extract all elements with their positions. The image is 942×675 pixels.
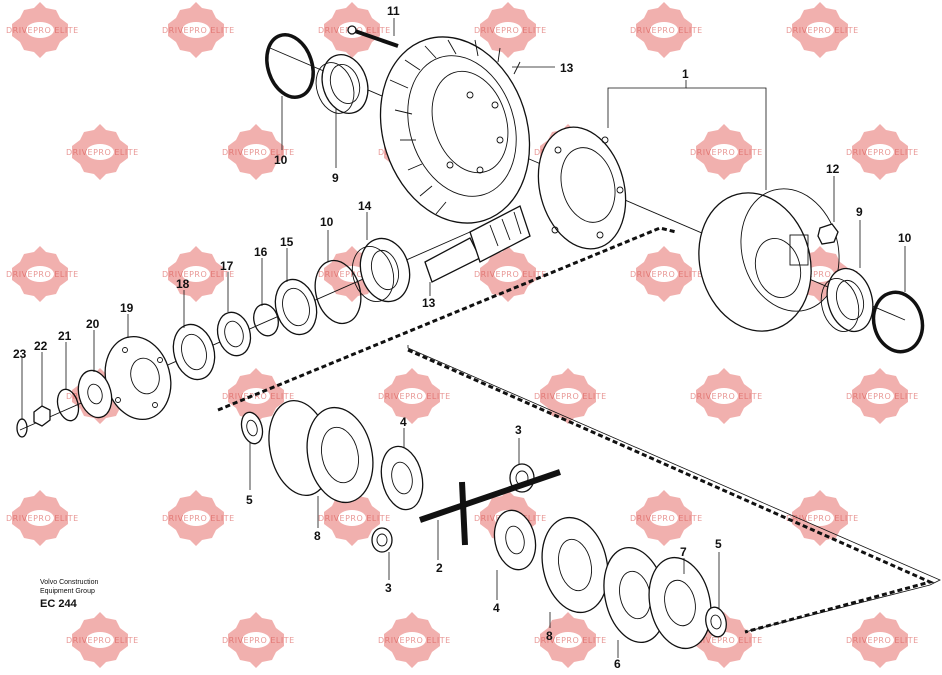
- callout-label: 10: [898, 231, 912, 245]
- callout-labels: 1 2 3 3 4 4 5 5 6 7 8 8 9 9 10 10 10 11 …: [13, 4, 912, 671]
- callout-label: 9: [856, 205, 863, 219]
- part-shim-15: [274, 278, 318, 336]
- callout-label: 4: [400, 415, 407, 429]
- leader-lines: [21, 18, 906, 658]
- part-friction-pack-8-left: [268, 399, 374, 504]
- part-nut-12: [817, 223, 839, 245]
- part-disc-7: [648, 556, 712, 650]
- watermark-text: DRIVEPRO ELITE: [6, 270, 79, 279]
- watermark-text: DRIVEPRO ELITE: [474, 26, 547, 35]
- part-spider-gear-3-bottom: [371, 527, 393, 553]
- callout-label: 11: [387, 4, 400, 18]
- watermark-text: DRIVEPRO ELITE: [786, 26, 859, 35]
- callout-label: 18: [176, 277, 190, 291]
- callout-label: 5: [715, 537, 722, 551]
- part-o-ring-21: [56, 388, 80, 422]
- part-pinion-13: [424, 205, 531, 283]
- watermark-text: DRIVEPRO ELITE: [162, 270, 235, 279]
- callout-label: 15: [280, 235, 294, 249]
- callout-label: 6: [614, 657, 621, 671]
- part-bearing-14: [351, 237, 411, 303]
- brand-block: Volvo Construction Equipment Group EC 24…: [40, 578, 98, 610]
- document-code: EC 244: [40, 598, 77, 610]
- watermark-text: DRIVEPRO ELITE: [690, 148, 763, 157]
- part-side-gear-4-left: [380, 445, 424, 511]
- part-seal-18: [172, 323, 216, 381]
- callout-label: 19: [120, 301, 134, 315]
- part-thrust-washer-5-left: [240, 411, 264, 445]
- watermark-text: DRIVEPRO ELITE: [66, 636, 139, 645]
- callout-label: 3: [515, 423, 522, 437]
- watermark-text: DRIVEPRO ELITE: [162, 26, 235, 35]
- watermark-text: DRIVEPRO ELITE: [378, 636, 451, 645]
- part-bearing-9-right: [820, 267, 874, 333]
- watermark-text: DRIVEPRO ELITE: [630, 26, 703, 35]
- part-cross-shaft-2: [419, 469, 561, 546]
- part-side-gear-4-right: [493, 509, 537, 571]
- watermark-text: DRIVEPRO ELITE: [846, 392, 919, 401]
- watermark-text: DRIVEPRO ELITE: [6, 514, 79, 523]
- watermark-layer: DRIVEPRO ELITE DRIVEPRO ELITE DRIVEPRO E…: [6, 2, 919, 668]
- watermark-text: DRIVEPRO ELITE: [786, 270, 859, 279]
- watermark-text: DRIVEPRO ELITE: [690, 392, 763, 401]
- watermark-text: DRIVEPRO ELITE: [846, 148, 919, 157]
- callout-label: 7: [680, 545, 687, 559]
- callout-label: 5: [246, 493, 253, 507]
- watermark-text: DRIVEPRO ELITE: [534, 636, 607, 645]
- callout-label: 4: [493, 601, 500, 615]
- callout-label: 2: [436, 561, 443, 575]
- callout-label: 23: [13, 347, 27, 361]
- watermark-text: DRIVEPRO ELITE: [630, 270, 703, 279]
- watermark-text: DRIVEPRO ELITE: [6, 26, 79, 35]
- callout-label: 16: [254, 245, 268, 259]
- watermark-text: DRIVEPRO ELITE: [786, 514, 859, 523]
- part-o-ring-10-right: [871, 290, 925, 354]
- part-nut-22: [33, 405, 51, 427]
- part-bearing-17: [216, 311, 252, 357]
- part-washer-20: [77, 369, 113, 419]
- watermark-text: DRIVEPRO ELITE: [222, 636, 295, 645]
- watermark-text: DRIVEPRO ELITE: [630, 514, 703, 523]
- callout-label: 8: [546, 629, 553, 643]
- watermark-text: DRIVEPRO ELITE: [318, 514, 391, 523]
- watermark-text: DRIVEPRO ELITE: [846, 636, 919, 645]
- callout-label: 13: [560, 61, 574, 75]
- part-o-ring-10-top: [265, 33, 315, 99]
- watermark-text: DRIVEPRO ELITE: [534, 392, 607, 401]
- callout-label: 14: [358, 199, 372, 213]
- callout-label: 17: [220, 259, 234, 273]
- watermark-text: DRIVEPRO ELITE: [162, 514, 235, 523]
- callout-label: 22: [34, 339, 48, 353]
- callout-label: 10: [274, 153, 288, 167]
- part-ring-10-mid: [314, 259, 362, 325]
- part-friction-plate-8-right: [541, 516, 609, 614]
- watermark-text: DRIVEPRO ELITE: [690, 636, 763, 645]
- callout-label: 13: [422, 296, 436, 310]
- callout-label: 10: [320, 215, 334, 229]
- watermark-text: DRIVEPRO ELITE: [222, 148, 295, 157]
- part-crown-gear-13: [379, 36, 531, 224]
- callout-label: 1: [682, 67, 689, 81]
- callout-label: 3: [385, 581, 392, 595]
- part-thrust-washer-5-right: [705, 606, 727, 638]
- brand-line-2: Equipment Group: [40, 588, 95, 595]
- callout-label: 21: [58, 329, 72, 343]
- part-bearing-9-top: [315, 54, 369, 114]
- part-housing-flange-1: [537, 126, 627, 250]
- part-bolt-11: [347, 25, 399, 48]
- watermark-text: DRIVEPRO ELITE: [474, 270, 547, 279]
- watermark-text: DRIVEPRO ELITE: [66, 148, 139, 157]
- part-flange-19: [104, 335, 172, 421]
- callout-label: 8: [314, 529, 321, 543]
- callout-label: 9: [332, 171, 339, 185]
- watermark-text: DRIVEPRO ELITE: [378, 392, 451, 401]
- brand-line-1: Volvo Construction: [40, 579, 99, 586]
- assembly-dashed-lines: [217, 226, 941, 634]
- callout-label: 12: [826, 162, 840, 176]
- watermark-text: DRIVEPRO ELITE: [222, 392, 295, 401]
- callout-label: 20: [86, 317, 100, 331]
